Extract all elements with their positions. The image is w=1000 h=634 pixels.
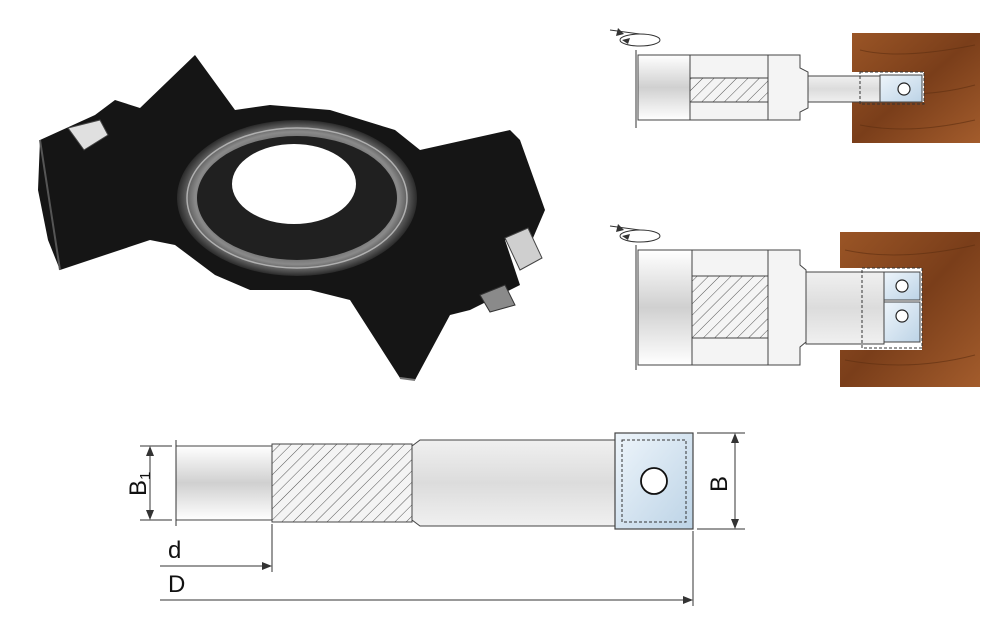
- cutter-product-photo: [38, 55, 545, 381]
- carbide-knife: [879, 74, 923, 103]
- hub-section: [271, 443, 413, 523]
- bore-section: [175, 445, 273, 521]
- dim-label-d-large: D: [168, 571, 185, 598]
- dim-label-b: B: [706, 476, 733, 492]
- dim-label-b1: B1: [125, 472, 154, 496]
- dim-label-d-small: d: [168, 537, 181, 564]
- bore-hole: [232, 144, 356, 224]
- section-view-single-cutter: [609, 28, 980, 143]
- knife-insert: [504, 227, 543, 271]
- arm-section: [411, 439, 616, 527]
- knife-screw-hole: [640, 467, 668, 495]
- section-view-double-cutter: [609, 224, 980, 387]
- dimension-drawing: B1 B d D: [125, 432, 745, 606]
- rotation-arrow-icon: [609, 28, 661, 47]
- rotation-arrow-icon: [609, 224, 661, 243]
- knife-insert: [67, 119, 109, 151]
